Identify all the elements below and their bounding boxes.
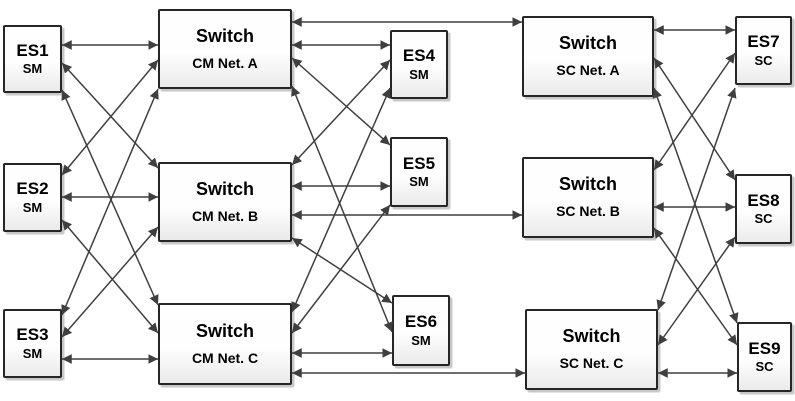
- node-es6-label: ES6: [404, 312, 438, 331]
- node-es9-label: ES9: [748, 338, 781, 358]
- node-es5-sublabel: SM: [409, 174, 429, 190]
- node-cm-b-sublabel: CM Net. B: [191, 207, 259, 224]
- node-sc-c-sublabel: SC Net. C: [559, 355, 624, 372]
- edge-sc-a-es9: [652, 87, 739, 324]
- edge-sc-b-es7: [653, 52, 736, 171]
- node-es1-label: ES1: [16, 40, 49, 60]
- node-es4-sublabel: SM: [409, 66, 429, 82]
- node-es2-label: ES2: [16, 179, 49, 198]
- node-es2-sublabel: SM: [22, 199, 43, 215]
- edge-cm-b-es4: [291, 59, 391, 166]
- node-sc-a-label: Switch: [558, 33, 617, 54]
- node-sc-b-label: Switch: [558, 174, 617, 195]
- edge-es3-cm-a: [61, 88, 159, 316]
- node-cm-b: Switch CM Net. B: [158, 162, 292, 242]
- edge-sc-b-es9: [653, 227, 738, 346]
- node-es8-sublabel: SC: [754, 211, 773, 227]
- node-cm-c-label: Switch: [195, 320, 254, 341]
- node-cm-c: Switch CM Net. C: [158, 303, 292, 385]
- node-cm-c-sublabel: CM Net. C: [191, 349, 259, 366]
- node-es7-label: ES7: [747, 32, 780, 51]
- node-es5-label: ES5: [402, 153, 436, 173]
- edge-sc-c-es7: [656, 87, 737, 311]
- node-sc-a-sublabel: SC Net. A: [556, 62, 620, 79]
- node-es8-label: ES8: [747, 190, 780, 210]
- node-sc-b-sublabel: SC Net. B: [556, 203, 620, 220]
- node-es9-sublabel: SC: [755, 359, 774, 375]
- edge-cm-c-es4: [291, 87, 391, 313]
- node-es4-label: ES4: [402, 46, 436, 65]
- edge-es3-cm-b: [61, 226, 159, 338]
- node-es1-sublabel: SM: [22, 61, 43, 77]
- edge-cm-c-es5: [291, 204, 391, 334]
- node-sc-a: Switch SC Net. A: [522, 16, 654, 97]
- edge-cm-b-es6: [291, 237, 393, 304]
- node-sc-c-label: Switch: [562, 326, 621, 347]
- node-cm-a-sublabel: CM Net. A: [192, 54, 258, 71]
- node-es6-sublabel: SM: [411, 332, 431, 348]
- edge-es2-cm-a: [61, 59, 159, 176]
- edge-cm-a-es5: [291, 57, 391, 146]
- node-es7-sublabel: SC: [754, 52, 773, 68]
- edge-cm-a-es6: [291, 85, 393, 333]
- edge-sc-c-es8: [657, 236, 736, 346]
- node-sc-b: Switch SC Net. B: [522, 157, 654, 238]
- node-es3-sublabel: SM: [22, 345, 43, 361]
- node-cm-b-label: Switch: [195, 178, 254, 199]
- node-es3-label: ES3: [16, 325, 49, 344]
- node-cm-a-label: Switch: [195, 25, 254, 46]
- node-sc-c: Switch SC Net. C: [525, 309, 658, 390]
- edge-es2-cm-c: [61, 219, 159, 334]
- edge-es1-cm-c: [61, 89, 159, 306]
- node-cm-a: Switch CM Net. A: [158, 9, 292, 89]
- edge-es1-cm-b: [61, 62, 159, 169]
- edge-sc-a-es8: [653, 57, 736, 181]
